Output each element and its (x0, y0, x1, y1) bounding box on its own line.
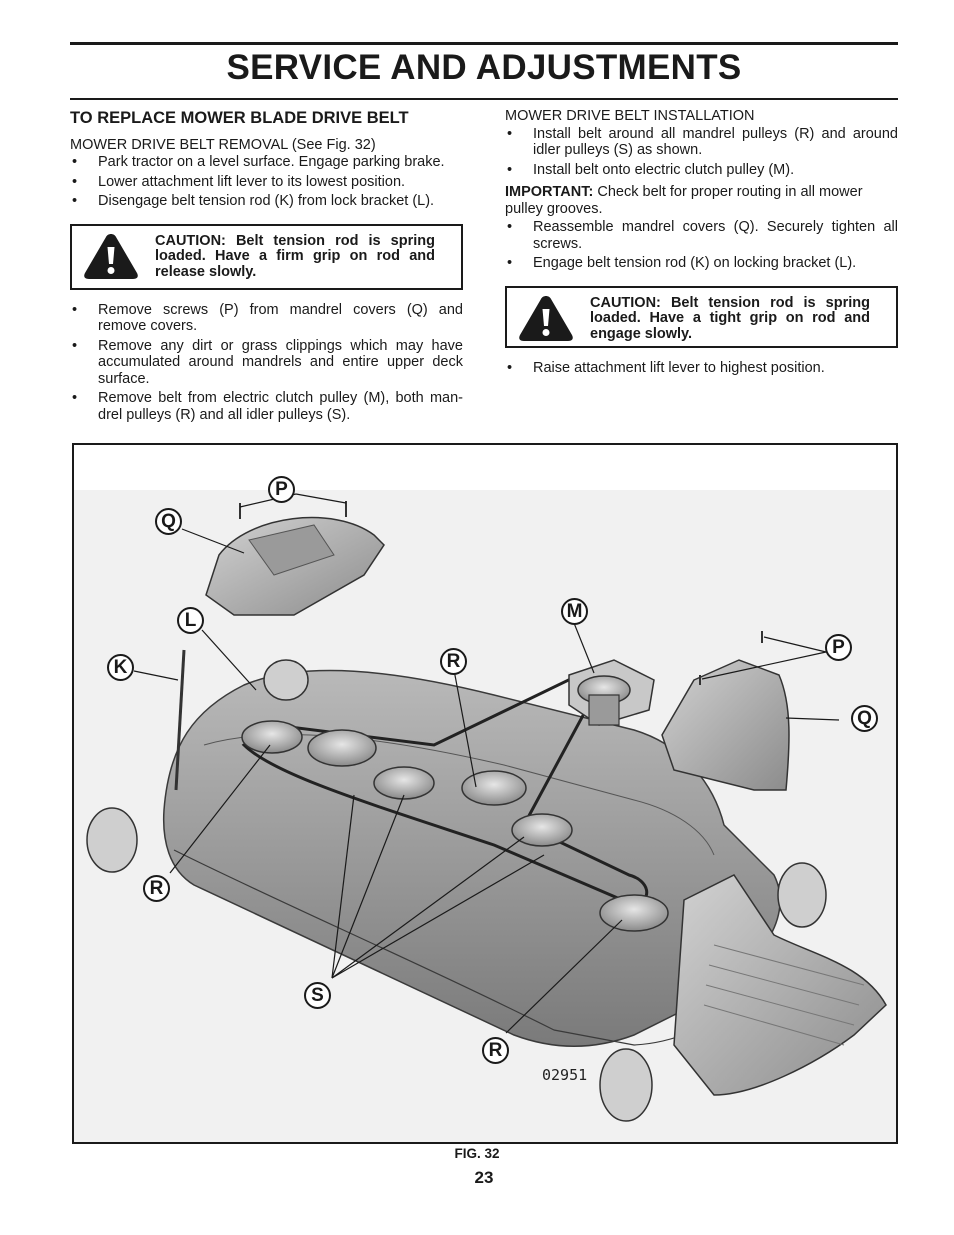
mower-deck-figure: P Q L K R M P Q R S R 02951 (72, 443, 898, 1144)
callout-k: K (107, 654, 134, 681)
list-item: Raise attachment lift lever to highest p… (505, 360, 898, 377)
list-item: Disengage belt tension rod (K) from lock… (70, 193, 463, 210)
callout-m: M (561, 598, 588, 625)
list-item: Install belt around all mandrel pulleys … (505, 126, 898, 159)
page-number: 23 (474, 1168, 494, 1187)
caution-text: CAUTION: Belt tension rod is spring load… (590, 294, 870, 342)
part-number: 02951 (542, 1066, 588, 1084)
callout-q-left: Q (155, 508, 182, 535)
callout-p-right: P (825, 634, 852, 661)
warning-triangle-icon (519, 295, 573, 341)
list-item: Remove any dirt or grass clippings which… (70, 338, 463, 388)
title-underline (70, 98, 898, 100)
callout-r-bottom: R (482, 1037, 509, 1064)
callout-q-right: Q (851, 705, 878, 732)
list-item: Install belt onto electric clutch pulley… (505, 162, 898, 179)
left-mandrel-cover (205, 516, 385, 616)
section-heading: TO REPLACE MOWER BLADE DRIVE BELT (70, 109, 409, 127)
removal-steps-list-2: Remove screws (P) from mandrel covers (Q… (70, 302, 463, 424)
callout-l: L (177, 607, 204, 634)
important-text: Check belt for proper routing in all mow… (505, 184, 863, 217)
discharge-chute (673, 874, 887, 1096)
caution-box: CAUTION: Belt tension rod is spring load… (70, 223, 463, 290)
list-item: Park tractor on a level surface. Engage … (70, 154, 463, 171)
list-item: Lower attachment lift lever to its lowes… (70, 174, 463, 191)
installation-steps-list-3: Raise attachment lift lever to highest p… (505, 360, 898, 377)
callout-r-mid: R (440, 648, 467, 675)
figure-caption: FIG. 32 (454, 1146, 500, 1161)
caution-box: CAUTION: Belt tension rod is spring load… (505, 285, 898, 348)
removal-subheading: MOWER DRIVE BELT REMOVAL (See Fig. 32) (70, 136, 376, 153)
electric-clutch-pulley (568, 659, 655, 726)
callout-leader-lines (133, 493, 840, 1034)
installation-subheading: MOWER DRIVE BELT INSTALLATION (505, 108, 755, 124)
list-item: Engage belt tension rod (K) on locking b… (505, 255, 898, 272)
callout-r-left: R (143, 875, 170, 902)
caution-text: CAUTION: Belt tension rod is spring load… (155, 232, 435, 280)
right-column: MOWER DRIVE BELT INSTALLATION Install be… (505, 108, 898, 379)
list-item: Remove belt from electric clutch pulley … (70, 390, 463, 423)
installation-steps-list-2: Reassemble mandrel covers (Q). Securely … (505, 219, 898, 272)
deck-pulleys (241, 720, 669, 932)
callout-p-top: P (268, 476, 295, 503)
mower-deck-illustration (74, 490, 896, 1142)
right-mandrel-cover (661, 659, 790, 791)
list-item: Remove screws (P) from mandrel covers (Q… (70, 302, 463, 335)
cover-screws (239, 501, 763, 685)
installation-steps-list: Install belt around all mandrel pulleys … (505, 126, 898, 179)
important-label: IMPORTANT: (505, 184, 594, 200)
important-note: IMPORTANT: Check belt for proper routing… (505, 184, 898, 217)
page-title: SERVICE AND ADJUSTMENTS (226, 48, 742, 87)
removal-steps-list: Park tractor on a level surface. Engage … (70, 154, 463, 210)
belt-tension-rod (174, 649, 186, 791)
callout-s: S (304, 982, 331, 1009)
list-item: Reassemble mandrel covers (Q). Securely … (505, 219, 898, 252)
left-column: TO REPLACE MOWER BLADE DRIVE BELT MOWER … (70, 108, 463, 426)
deck-wheels (86, 659, 827, 1122)
warning-triangle-icon (84, 233, 138, 279)
top-rule (70, 42, 898, 45)
